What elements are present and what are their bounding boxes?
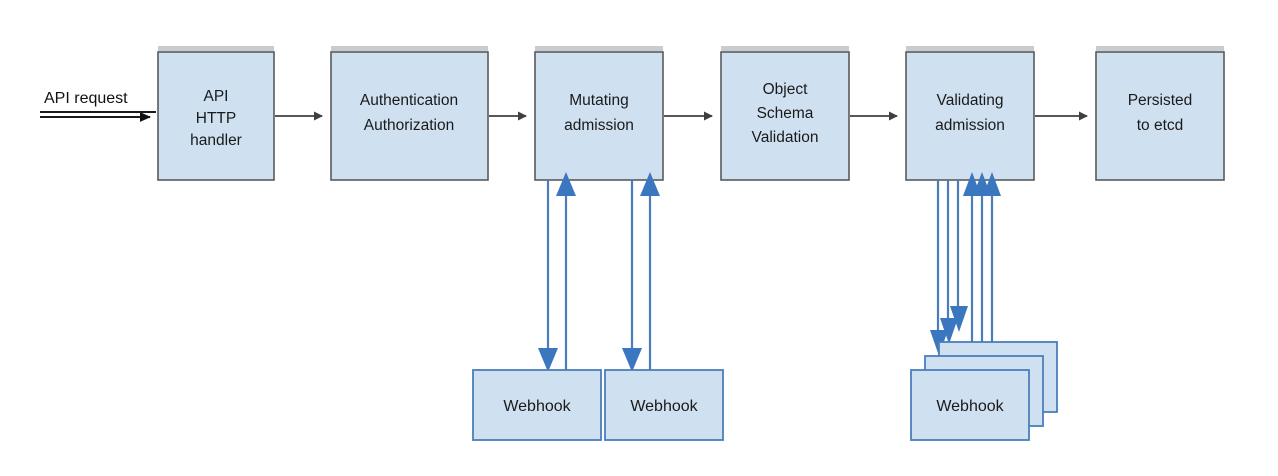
box-top-shade (158, 46, 274, 51)
webhook-box-front[interactable] (910, 369, 1030, 441)
box-top-shade (721, 46, 849, 51)
validating-webhook-connectors (930, 172, 1001, 360)
webhook-mutating-1[interactable]: Webhook (472, 369, 602, 441)
stage-box (330, 51, 489, 181)
stage-label-line-2: admission (935, 117, 1005, 134)
box-top-shade (331, 46, 488, 51)
stage-label-line-1: API (204, 88, 229, 105)
webhook-box[interactable] (472, 369, 602, 441)
webhook-box[interactable] (604, 369, 724, 441)
webhook-label: Webhook (936, 398, 1004, 415)
webhook-call-arrowhead (538, 348, 558, 372)
stage-validating-admission: Validating admission (905, 46, 1035, 181)
webhook-return-arrowhead (640, 172, 660, 196)
box-top-shade (535, 46, 663, 51)
stage-label-line-2: admission (564, 117, 634, 134)
stage-label-line-2: Authorization (364, 117, 454, 134)
stage-box (157, 51, 275, 181)
stage-authentication-authorization: Authentication Authorization (330, 46, 489, 181)
stage-box (905, 51, 1035, 181)
box-top-shade (1096, 46, 1224, 51)
stage-label-line-3: Validation (752, 129, 819, 146)
webhook-return-arrowhead (556, 172, 576, 196)
mutating-webhook-1-connectors (538, 172, 576, 372)
stage-mutating-admission: Mutating admission (534, 46, 664, 181)
stage-box (534, 51, 664, 181)
stage-persisted-to-etcd: Persisted to etcd (1095, 46, 1225, 181)
stage-label-line-3: handler (190, 132, 242, 149)
stage-api-http-handler: API HTTP handler (157, 46, 275, 181)
webhook-label: Webhook (630, 398, 698, 415)
stage-label-line-1: Object (763, 81, 808, 98)
stage-label-line-1: Mutating (569, 92, 628, 109)
webhook-label: Webhook (503, 398, 571, 415)
stage-label-line-1: Authentication (360, 92, 458, 109)
entry-label: API request (44, 90, 128, 107)
stage-box (720, 51, 850, 181)
box-top-shade (906, 46, 1034, 51)
webhook-call-arrowhead-3 (950, 306, 968, 332)
webhook-validating-stack[interactable]: Webhook (910, 341, 1058, 441)
stage-object-schema-validation: Object Schema Validation (720, 46, 850, 181)
webhook-call-arrowhead-2 (940, 318, 958, 344)
webhook-call-arrowhead (622, 348, 642, 372)
stage-label-line-1: Validating (937, 92, 1004, 109)
stage-label-line-2: HTTP (196, 110, 236, 127)
mutating-webhook-2-connectors (622, 172, 660, 372)
stage-box (1095, 51, 1225, 181)
webhook-mutating-2[interactable]: Webhook (604, 369, 724, 441)
stage-label-line-1: Persisted (1128, 92, 1193, 109)
stage-label-line-2: to etcd (1137, 117, 1184, 134)
stage-label-line-2: Schema (757, 105, 814, 122)
webhook-return-arrowhead-3 (983, 172, 1001, 196)
entry-api-request: API request (40, 90, 156, 122)
